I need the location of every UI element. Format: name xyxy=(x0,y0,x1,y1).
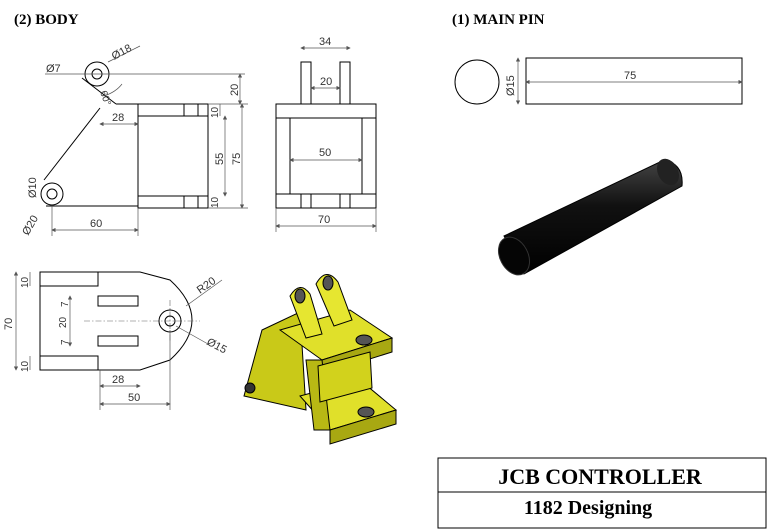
top-w50-label: 50 xyxy=(128,392,140,404)
side-w34-label: 34 xyxy=(319,36,331,48)
front-d10-label: Ø10 xyxy=(27,177,39,198)
top-r20-label: R20 xyxy=(195,275,218,296)
front-angle-label: 60° xyxy=(97,89,113,107)
top-h10b-label: 10 xyxy=(20,360,31,372)
title-block: JCB CONTROLLER 1182 Designing xyxy=(437,457,767,529)
pin-section-title: (1) MAIN PIN xyxy=(452,12,545,28)
body-3d-model xyxy=(243,274,398,445)
front-w60-label: 60 xyxy=(90,218,102,230)
body-top-view: 70 10 10 7 20 7 R20 Ø15 28 50 xyxy=(3,271,229,410)
top-h7b-label: 7 xyxy=(60,339,71,345)
front-h75-label: 75 xyxy=(231,153,243,165)
side-w20-label: 20 xyxy=(320,76,332,88)
side-w50-label: 50 xyxy=(319,147,331,159)
pin-3d-model xyxy=(497,158,683,276)
title-block-subtitle: 1182 Designing xyxy=(524,497,652,519)
top-h70-label: 70 xyxy=(3,318,15,330)
top-h7a-label: 7 xyxy=(60,301,71,307)
side-w70-label: 70 xyxy=(318,214,330,226)
front-d18-label: Ø18 xyxy=(110,42,134,62)
front-h20-label: 20 xyxy=(229,84,241,96)
front-t10b-label: 10 xyxy=(210,196,221,208)
front-d7-label: Ø7 xyxy=(46,63,61,75)
top-w28-label: 28 xyxy=(112,374,124,386)
front-d20-label: Ø20 xyxy=(20,213,41,237)
front-t10a-label: 10 xyxy=(210,106,221,118)
top-h20-label: 20 xyxy=(58,316,69,328)
pin-side-view: 75 Ø15 xyxy=(505,57,743,105)
body-side-view: 34 20 50 70 xyxy=(275,36,377,232)
pin-end-view xyxy=(454,59,500,105)
title-block-title: JCB CONTROLLER xyxy=(498,464,703,489)
body-front-view: Ø7 Ø18 60° 28 20 10 55 75 10 60 Ø10 Ø20 xyxy=(20,42,248,238)
pin-length-label: 75 xyxy=(624,70,636,82)
top-d15-label: Ø15 xyxy=(205,336,229,356)
front-h55-label: 55 xyxy=(214,153,226,165)
front-w28-label: 28 xyxy=(112,112,124,124)
pin-diameter-label: Ø15 xyxy=(505,75,517,96)
body-section-title: (2) BODY xyxy=(14,12,79,28)
top-h10a-label: 10 xyxy=(20,276,31,288)
